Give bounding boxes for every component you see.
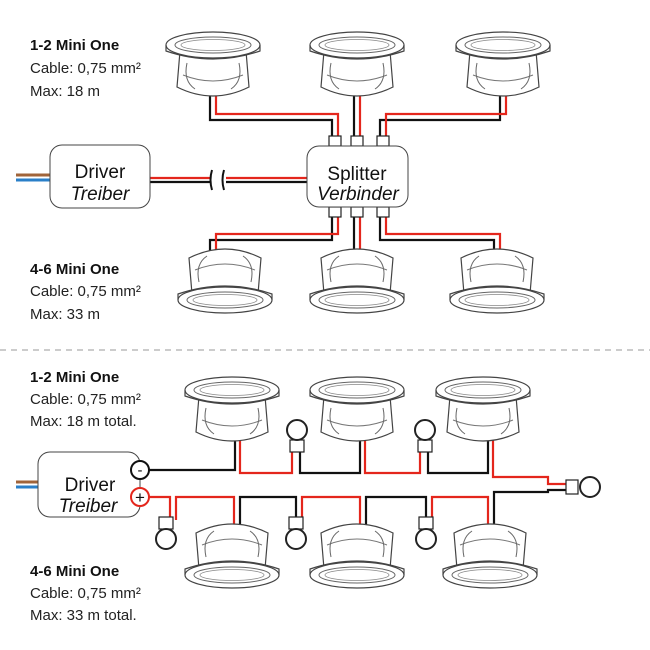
positive-wire xyxy=(238,430,294,475)
positive-wire xyxy=(430,495,490,530)
label-title: 1-2 Mini One xyxy=(30,369,119,386)
negative-wire xyxy=(298,430,362,475)
wire-connector-icon xyxy=(350,135,364,147)
mini-one-lamp-icon xyxy=(435,376,531,442)
bottom-upper-label: 1-2 Mini One Cable: 0,75 mm² Max: 18 m t… xyxy=(30,369,141,430)
cable-break-icon xyxy=(221,169,225,191)
inline-connector-icon xyxy=(155,516,177,550)
splitter-label: Splitter xyxy=(327,164,387,185)
cable-break-icon xyxy=(209,169,213,191)
driver-box-top: Driver Treiber xyxy=(49,144,151,209)
positive-wire xyxy=(363,430,422,475)
driver-label: Driver xyxy=(65,475,116,496)
wire-connector-icon xyxy=(328,206,342,218)
negative-wire xyxy=(149,430,237,472)
mains-cable-bottom xyxy=(16,480,40,489)
wire-connector-icon xyxy=(376,206,390,218)
plus-sign: + xyxy=(135,488,145,507)
mini-one-lamp-icon xyxy=(309,523,405,589)
mini-one-lamp-icon xyxy=(177,248,273,314)
splitter-label-de: Verbinder xyxy=(317,184,399,205)
splitter-box: Splitter Verbinder xyxy=(306,145,409,208)
label-title: 4-6 Mini One xyxy=(30,563,119,580)
mini-one-lamp-icon xyxy=(449,248,545,314)
positive-wire xyxy=(300,495,362,530)
mini-one-lamp-icon xyxy=(309,376,405,442)
label-max: Max: 18 m total. xyxy=(30,413,137,430)
mini-one-lamp-icon xyxy=(442,523,538,589)
label-title: 4-6 Mini One xyxy=(30,261,119,278)
bottom-lower-label: 4-6 Mini One Cable: 0,75 mm² Max: 33 m t… xyxy=(30,563,141,624)
driver-label: Driver xyxy=(75,162,126,183)
negative-wire xyxy=(238,495,298,530)
label-cable: Cable: 0,75 mm² xyxy=(30,283,141,300)
driver-label-de: Treiber xyxy=(71,184,130,205)
inline-connector-icon xyxy=(414,419,436,453)
negative-wire xyxy=(208,95,334,140)
top-lower-label: 4-6 Mini One Cable: 0,75 mm² Max: 33 m xyxy=(30,261,141,323)
mini-one-lamp-icon xyxy=(455,31,551,97)
inline-connector-icon xyxy=(285,516,307,550)
positive-wire xyxy=(174,495,236,530)
wire-connector-icon xyxy=(328,135,342,147)
wire-connector-icon xyxy=(376,135,390,147)
positive-wire xyxy=(149,495,172,520)
label-cable: Cable: 0,75 mm² xyxy=(30,391,141,408)
label-cable: Cable: 0,75 mm² xyxy=(30,585,141,602)
mini-one-lamp-icon xyxy=(165,31,261,97)
driver-box-bottom: Driver Treiber - + xyxy=(37,451,150,518)
inline-connector-icon xyxy=(565,476,601,498)
driver-label-de: Treiber xyxy=(59,496,118,517)
positive-terminal-icon xyxy=(130,487,150,507)
negative-wire xyxy=(378,95,502,140)
positive-wire xyxy=(384,95,508,140)
label-title: 1-2 Mini One xyxy=(30,37,119,54)
minus-sign: - xyxy=(138,462,143,479)
lamps xyxy=(155,31,601,589)
positive-wire xyxy=(214,95,340,140)
mains-cable-top xyxy=(16,173,50,182)
label-max: Max: 33 m total. xyxy=(30,607,137,624)
wire-connector-icon xyxy=(350,206,364,218)
negative-wire xyxy=(492,488,566,530)
label-max: Max: 33 m xyxy=(30,306,100,323)
mini-one-lamp-icon xyxy=(309,31,405,97)
label-cable: Cable: 0,75 mm² xyxy=(30,60,141,77)
inline-connector-icon xyxy=(286,419,308,453)
positive-wire xyxy=(491,430,566,486)
label-max: Max: 18 m xyxy=(30,83,100,100)
mini-one-lamp-icon xyxy=(309,248,405,314)
inline-connector-icon xyxy=(415,516,437,550)
negative-wire xyxy=(364,495,428,530)
mini-one-lamp-icon xyxy=(184,376,280,442)
negative-terminal-icon xyxy=(130,460,150,480)
negative-wire xyxy=(426,430,490,475)
mini-one-lamp-icon xyxy=(184,523,280,589)
top-upper-label: 1-2 Mini One Cable: 0,75 mm² Max: 18 m xyxy=(30,37,141,100)
